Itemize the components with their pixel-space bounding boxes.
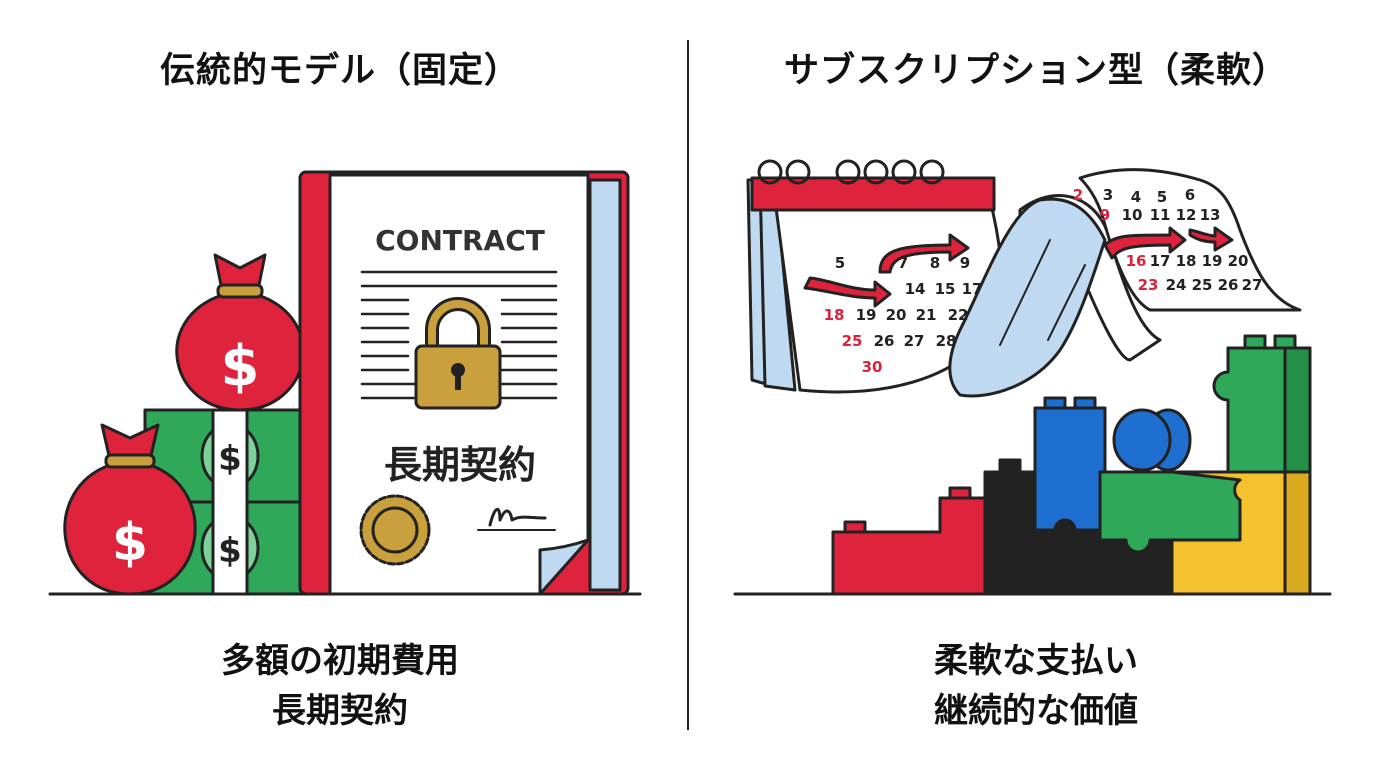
calendar-date: 17	[962, 280, 983, 298]
calendar-date: 15	[935, 280, 956, 298]
arrow-icon	[1188, 226, 1234, 252]
building-blocks	[831, 334, 1312, 596]
calendar-date: 27	[1242, 276, 1263, 294]
left-title: 伝統的モデル（固定）	[159, 51, 520, 91]
arrow-icon	[1103, 226, 1187, 260]
contract-document: CONTRACT 長期契約	[298, 170, 630, 596]
left-caption: 多額の初期費用 長期契約	[20, 636, 660, 736]
calendar-date: 22	[948, 306, 969, 324]
calendar-date: 14	[905, 280, 926, 298]
right-title: サブスクリプション型（柔軟）	[783, 51, 1288, 91]
caption-line: 継続的な価値	[934, 691, 1138, 731]
calendar-date: 20	[1228, 252, 1249, 270]
contract-heading: CONTRACT	[375, 224, 545, 257]
calendar-date: 24	[1166, 276, 1187, 294]
calendar-date: 7	[898, 254, 908, 272]
calendar-date: 4	[1131, 188, 1141, 206]
calendar-rings	[757, 159, 945, 185]
calendar-date: 9	[960, 254, 970, 272]
money-bag-icon: $	[175, 253, 305, 412]
calendar-date: 11	[1150, 206, 1171, 224]
dollar-sign: $	[221, 334, 260, 399]
calendar-date: 9	[1100, 206, 1110, 224]
calendar-date: 10	[1122, 206, 1143, 224]
calendar-date: 6	[1185, 186, 1195, 204]
calendar-date: 13	[1200, 206, 1221, 224]
right-caption: 柔軟な支払い 継続的な価値	[716, 636, 1356, 736]
lock-icon	[414, 297, 502, 410]
seal-icon	[359, 494, 431, 566]
caption-line: 長期契約	[272, 691, 408, 731]
calendar-date: 17	[1150, 252, 1171, 270]
calendar-date: 12	[1176, 206, 1197, 224]
calendar-date: 8	[930, 254, 940, 272]
calendar-date: 5	[1157, 188, 1167, 206]
arrow-icon	[878, 233, 970, 274]
calendar-date: 28	[936, 332, 957, 350]
money-bag-icon: $	[63, 423, 197, 596]
dollar-sign: $	[218, 439, 242, 479]
calendar-date: 21	[916, 306, 937, 324]
calendar-date: 26	[874, 332, 895, 350]
calendar-date: 20	[886, 306, 907, 324]
caption-line: 柔軟な支払い	[934, 641, 1138, 681]
dollar-sign: $	[112, 513, 148, 573]
calendar-date: 3	[1103, 186, 1113, 204]
calendar-date: 16	[1126, 252, 1147, 270]
calendar-date: 25	[1192, 276, 1213, 294]
calendar-date: 23	[1138, 276, 1159, 294]
dollar-sign: $	[218, 531, 242, 571]
calendar-date: 19	[856, 306, 877, 324]
calendar-date: 19	[1202, 252, 1223, 270]
calendar-date: 30	[862, 358, 883, 376]
divider	[687, 40, 689, 730]
calendar-date: 2	[1073, 186, 1083, 204]
calendar-date: 27	[904, 332, 925, 350]
signature	[488, 507, 547, 527]
calendar-date: 26	[1218, 276, 1239, 294]
calendar-date: 5	[835, 254, 845, 272]
calendar-date: 18	[1176, 252, 1197, 270]
calendar-date: 18	[824, 306, 845, 324]
caption-line: 多額の初期費用	[221, 641, 459, 681]
contract-label: 長期契約	[384, 443, 536, 487]
arrow-icon	[803, 276, 892, 308]
calendar-date: 25	[842, 332, 863, 350]
calendar-icon	[746, 159, 1302, 398]
